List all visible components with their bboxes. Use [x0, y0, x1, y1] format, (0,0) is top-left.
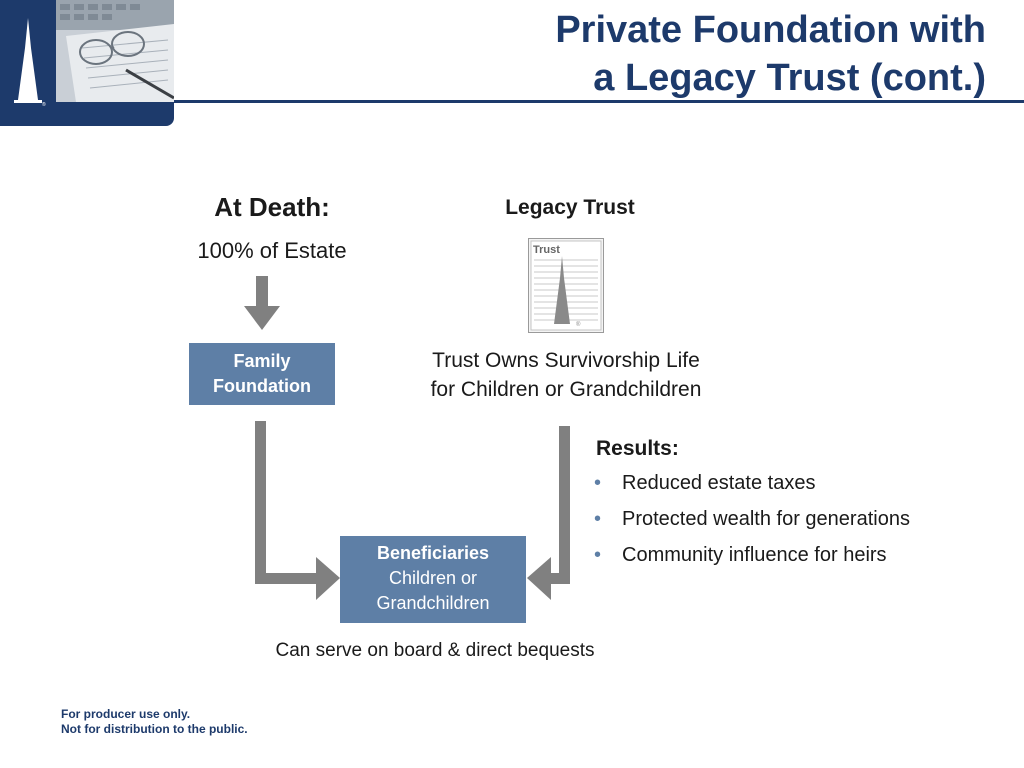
beneficiaries-box: Beneficiaries Children or Grandchildren: [340, 536, 526, 623]
at-death-label: At Death:: [214, 192, 330, 222]
results-title: Results:: [596, 437, 679, 460]
paperwork-photo: [56, 0, 174, 102]
legacy-trust-title: Legacy Trust: [505, 196, 635, 219]
trust-document-icon: ®: [528, 238, 604, 333]
results-item: • Protected wealth for generations: [592, 506, 1012, 532]
footer-disclaimer: For producer use only. Not for distribut…: [61, 707, 248, 737]
trust-caption: Trust Owns Survivorship Life for Childre…: [380, 346, 752, 404]
trust-caption-line-2: for Children or Grandchildren: [430, 378, 702, 401]
bullet-icon: •: [594, 508, 602, 530]
title-line-2: a Legacy Trust (cont.): [593, 57, 986, 99]
page-title: Private Foundation with a Legacy Trust (…: [346, 6, 986, 102]
family-foundation-box: Family Foundation: [189, 343, 335, 405]
family-foundation-line-1: Family: [233, 351, 291, 371]
results-item: • Community influence for heirs: [592, 542, 1012, 568]
company-logo: ®: [0, 0, 174, 126]
bullet-icon: •: [594, 472, 602, 494]
results-list: • Reduced estate taxes • Protected wealth …: [592, 470, 1012, 578]
estate-label: 100% of Estate: [197, 238, 347, 263]
results-item-text: Reduced estate taxes: [622, 472, 816, 494]
bullet-icon: •: [594, 544, 602, 566]
beneficiaries-note: Can serve on board & direct bequests: [275, 640, 595, 661]
beneficiaries-title: Beneficiaries: [376, 543, 490, 563]
footer-line-2: Not for distribution to the public.: [61, 722, 248, 736]
down-arrow-estate: [244, 276, 280, 330]
trust-icon-label: Trust: [533, 244, 560, 256]
svg-text:®: ®: [576, 321, 581, 328]
pyramid-logo-icon: ®: [14, 18, 46, 108]
trust-caption-line-1: Trust Owns Survivorship Life: [432, 349, 700, 372]
svg-text:®: ®: [42, 101, 46, 108]
arrow-foundation-to-beneficiaries: [255, 421, 340, 600]
beneficiaries-line-2: Children or: [388, 568, 478, 588]
beneficiaries-line-3: Grandchildren: [376, 593, 490, 613]
family-foundation-line-2: Foundation: [213, 376, 311, 396]
title-line-1: Private Foundation with: [555, 9, 986, 51]
header-rule: [174, 100, 1024, 103]
results-item: • Reduced estate taxes: [592, 470, 1012, 496]
results-item-text: Protected wealth for generations: [622, 508, 910, 530]
results-item-text: Community influence for heirs: [622, 544, 887, 566]
footer-line-1: For producer use only.: [61, 707, 191, 721]
arrow-trust-to-beneficiaries: [527, 426, 570, 600]
